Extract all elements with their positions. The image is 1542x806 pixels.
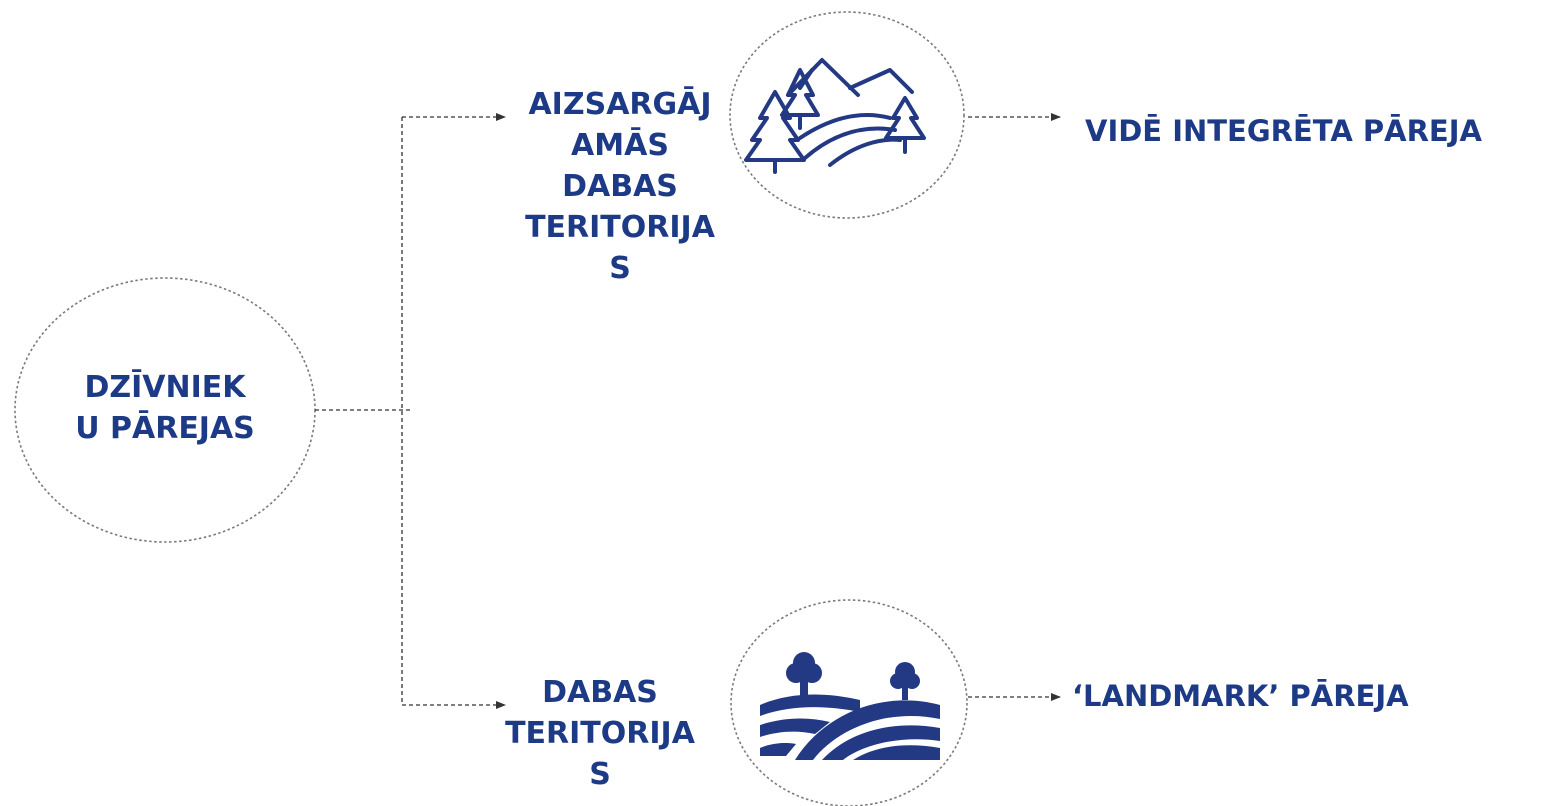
- bottom-result-label: ‘LANDMARK’ PĀREJA: [1072, 679, 1409, 713]
- top-branch-label-line: DABAS: [562, 169, 678, 204]
- bottom-icon-circle: [730, 599, 968, 806]
- hills-trees-icon: [760, 652, 940, 760]
- bottom-branch-label-line: TERITORIJA: [505, 716, 695, 751]
- top-icon-circle: [729, 11, 965, 219]
- root-label: DZĪVNIEK U PĀREJAS: [65, 367, 265, 449]
- top-result-label: VIDĒ INTEGRĒTA PĀREJA: [1085, 114, 1482, 148]
- root-label-line: U PĀREJAS: [75, 411, 255, 446]
- top-branch-label: AIZSARGĀJ AMĀS DABAS TERITORIJA S: [505, 84, 735, 289]
- connector-tree: [315, 113, 1061, 709]
- bottom-branch-label-line: S: [589, 757, 611, 792]
- bottom-branch-label: DABAS TERITORIJA S: [495, 672, 705, 795]
- bottom-branch-label-line: DABAS: [542, 675, 658, 710]
- top-branch-label-line: AIZSARGĀJ: [528, 87, 712, 122]
- top-branch-label-line: AMĀS: [571, 128, 669, 163]
- top-branch-label-line: TERITORIJA: [525, 210, 715, 245]
- root-label-line: DZĪVNIEK: [84, 370, 246, 405]
- top-branch-label-line: S: [609, 251, 631, 286]
- mountains-trees-icon: [744, 58, 926, 174]
